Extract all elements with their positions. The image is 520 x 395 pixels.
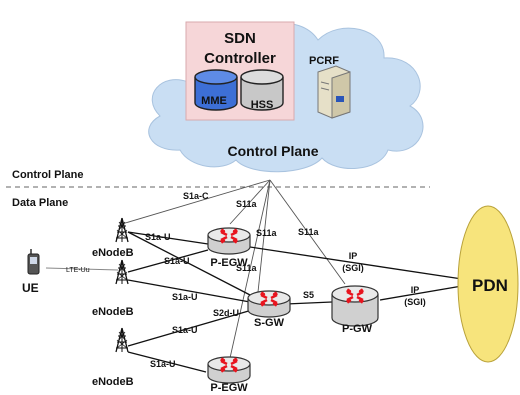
pegw-bottom-router-icon (207, 356, 251, 384)
enodeb-mid-antenna-icon (115, 259, 129, 285)
mme-database-icon (194, 69, 238, 111)
s2d-u-label: S2d-U (213, 308, 239, 318)
s11a-label-4: S11a (236, 263, 258, 273)
enodeb-top-label: eNodeB (92, 247, 134, 259)
pcrf-label: PCRF (309, 55, 339, 67)
pdn-ellipse (457, 205, 519, 363)
control-plane-label: Control Plane (12, 169, 84, 181)
hss-label: HSS (251, 99, 274, 111)
lte-uu-link (45, 267, 119, 271)
ip-label-2: IP (411, 285, 420, 295)
data-plane-label: Data Plane (12, 197, 68, 209)
s11a-label-2: S11a (256, 228, 278, 238)
s1a-u-label-1: S1a-U (145, 232, 171, 242)
enodeb-mid-label: eNodeB (92, 306, 134, 318)
pegw-bottom-label: P-EGW (210, 382, 248, 394)
pgw-label: P-GW (342, 323, 373, 335)
s1a-u-label-3: S1a-U (172, 292, 198, 302)
s11a-label-1: S11a (236, 199, 258, 209)
ip-label-1: IP (349, 251, 358, 261)
mme-label: MME (201, 95, 227, 107)
enodeb-bottom-antenna-icon (115, 327, 129, 353)
s1a-u-label-4: S1a-U (172, 325, 198, 335)
hss-database-icon (240, 69, 284, 111)
sgw-router-icon (247, 290, 291, 318)
lte-uu-label: LTE-Uu (66, 267, 90, 274)
data-links (127, 231, 463, 373)
enodeb-bottom-label: eNodeB (92, 376, 134, 388)
pegw-top-label: P-EGW (210, 257, 248, 269)
ue-phone-icon (27, 249, 40, 275)
s1a-c-label: S1a-C (183, 191, 209, 201)
ue-label: UE (22, 281, 39, 295)
pgw-router-icon (331, 285, 379, 327)
s11a-label-3: S11a (298, 227, 320, 237)
pegw-top-router-icon (207, 227, 251, 255)
pcrf-server-icon (317, 65, 351, 119)
sgi-label-2: (SGI) (404, 297, 426, 307)
enodeb-top-antenna-icon (115, 217, 129, 243)
control-links (121, 179, 346, 359)
cloud-control-plane-label: Control Plane (227, 143, 318, 159)
sgi-label-1: (SGI) (342, 263, 364, 273)
s1a-u-label-2: S1a-U (164, 256, 190, 266)
s5-label: S5 (303, 290, 314, 300)
pdn-label: PDN (472, 276, 508, 295)
controller-title-line1: SDN (224, 30, 256, 47)
sgw-label: S-GW (254, 317, 285, 329)
controller-title-line2: Controller (204, 50, 276, 67)
s1a-u-label-5: S1a-U (150, 359, 176, 369)
